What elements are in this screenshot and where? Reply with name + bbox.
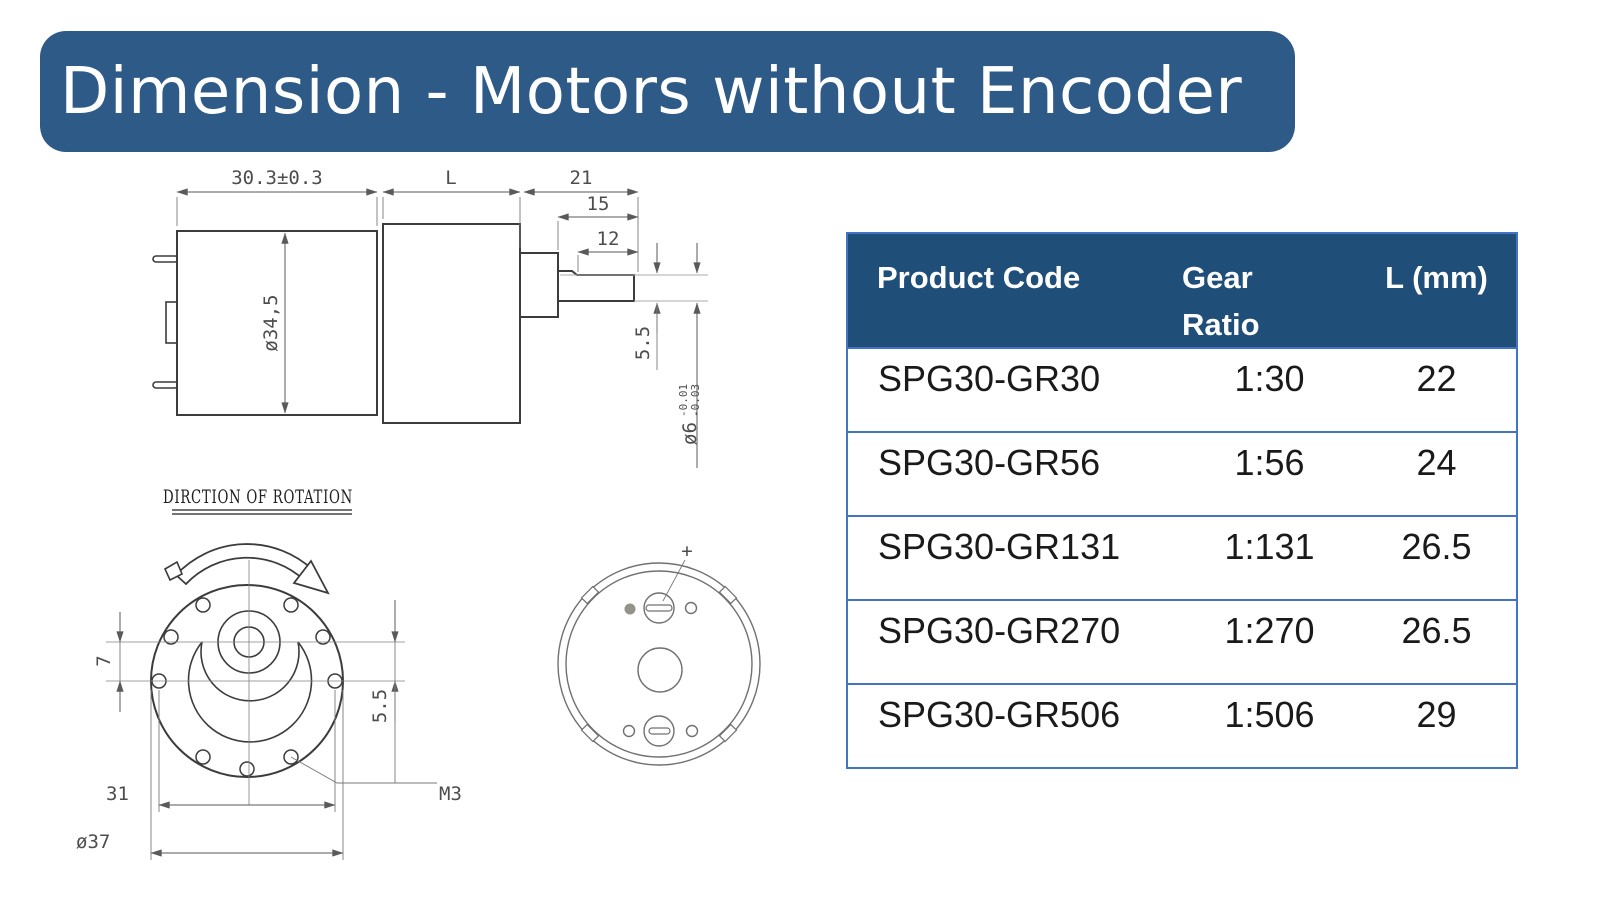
dim-shaft-flat-len: 12	[597, 228, 620, 250]
polarity-label: +	[681, 540, 692, 562]
page-title: Dimension - Motors without Encoder	[60, 54, 1243, 129]
hole-thread-label: M3	[439, 783, 462, 805]
cell-product-code: SPG30-GR56	[878, 442, 1101, 483]
table-row: SPG30-GR56 1:56 24	[848, 431, 1516, 515]
table-header-row: Product Code Gear Ratio L (mm)	[848, 234, 1516, 347]
dim-motor-length: 30.3±0.3	[231, 167, 323, 189]
motor-body	[176, 230, 378, 416]
gearbox-boss	[519, 252, 559, 318]
cell-gear-ratio: 1:30	[1234, 358, 1305, 399]
back-center-bushing	[637, 647, 683, 693]
dim-shaft-tol-lower: -0.03	[689, 384, 702, 417]
rotation-heading: DIRCTION OF ROTATION	[163, 486, 353, 508]
dim-shaft-offset: 7	[93, 655, 115, 666]
rotation-arrowhead	[292, 559, 330, 595]
cell-l: 26.5	[1401, 610, 1472, 651]
cell-gear-ratio: 1:56	[1234, 442, 1305, 483]
dim-hole-spacing: 31	[106, 783, 129, 805]
header-product-code: Product Code	[877, 260, 1081, 295]
rotation-arrow	[174, 543, 315, 586]
header-gear-ratio: Gear Ratio	[1182, 260, 1260, 342]
cell-product-code: SPG30-GR131	[878, 526, 1121, 567]
output-shaft	[557, 270, 635, 302]
back-rim-circle	[565, 570, 753, 758]
cell-l: 22	[1416, 358, 1457, 399]
cell-l: 29	[1416, 694, 1457, 735]
header-l-mm: L (mm)	[1385, 260, 1488, 295]
gearbox-body	[382, 223, 521, 424]
table-row: SPG30-GR270 1:270 26.5	[848, 599, 1516, 683]
table-row: SPG30-GR506 1:506 29	[848, 683, 1516, 767]
motor-pin-bottom	[152, 381, 179, 389]
dim-shaft-15: 15	[587, 193, 610, 215]
table-row: SPG30-GR30 1:30 22	[848, 347, 1516, 431]
terminal-top-slot	[645, 604, 673, 612]
cell-gear-ratio: 1:506	[1224, 694, 1315, 735]
back-view: +	[557, 540, 761, 766]
dim-flange-diameter: ø37	[76, 831, 110, 853]
back-outer-circle	[557, 562, 761, 766]
terminal-bottom	[643, 715, 675, 747]
cell-product-code: SPG30-GR30	[878, 358, 1101, 399]
polarity-dot	[624, 603, 636, 615]
spec-table: Product Code Gear Ratio L (mm) SPG30-GR3…	[846, 232, 1518, 769]
cell-l: 26.5	[1401, 526, 1472, 567]
cell-product-code: SPG30-GR270	[878, 610, 1121, 651]
dim-shaft-diameter: ø6	[679, 422, 701, 445]
motor-pin-top	[152, 255, 179, 263]
cell-l: 24	[1416, 442, 1457, 483]
dim-shaft-total: 21	[570, 167, 593, 189]
dim-shaft-flat-height: 5.5	[632, 326, 654, 360]
dim-motor-diameter: ø34,5	[260, 294, 282, 351]
crescent-cutout	[187, 641, 313, 743]
terminal-bottom-slot	[648, 727, 671, 735]
front-view: DIRCTION OF ROTATION 7	[76, 486, 462, 860]
side-view: 30.3±0.3 L 21 15 12 ø34,5 5.5 ø6 -0.01 -…	[152, 167, 708, 468]
terminal-top	[643, 592, 675, 624]
dim-shaft-tol-upper: -0.01	[677, 384, 690, 417]
cell-gear-ratio: 1:131	[1224, 526, 1315, 567]
title-banner: Dimension - Motors without Encoder	[40, 31, 1295, 152]
dim-55: 5.5	[369, 689, 391, 723]
rim-notches	[580, 585, 738, 743]
table-row: SPG30-GR131 1:131 26.5	[848, 515, 1516, 599]
cell-gear-ratio: 1:270	[1224, 610, 1315, 651]
dim-gearbox-length: L	[445, 167, 456, 189]
cell-product-code: SPG30-GR506	[878, 694, 1121, 735]
motor-cap-bump	[165, 301, 178, 344]
rotation-arrow-tail	[163, 560, 184, 582]
